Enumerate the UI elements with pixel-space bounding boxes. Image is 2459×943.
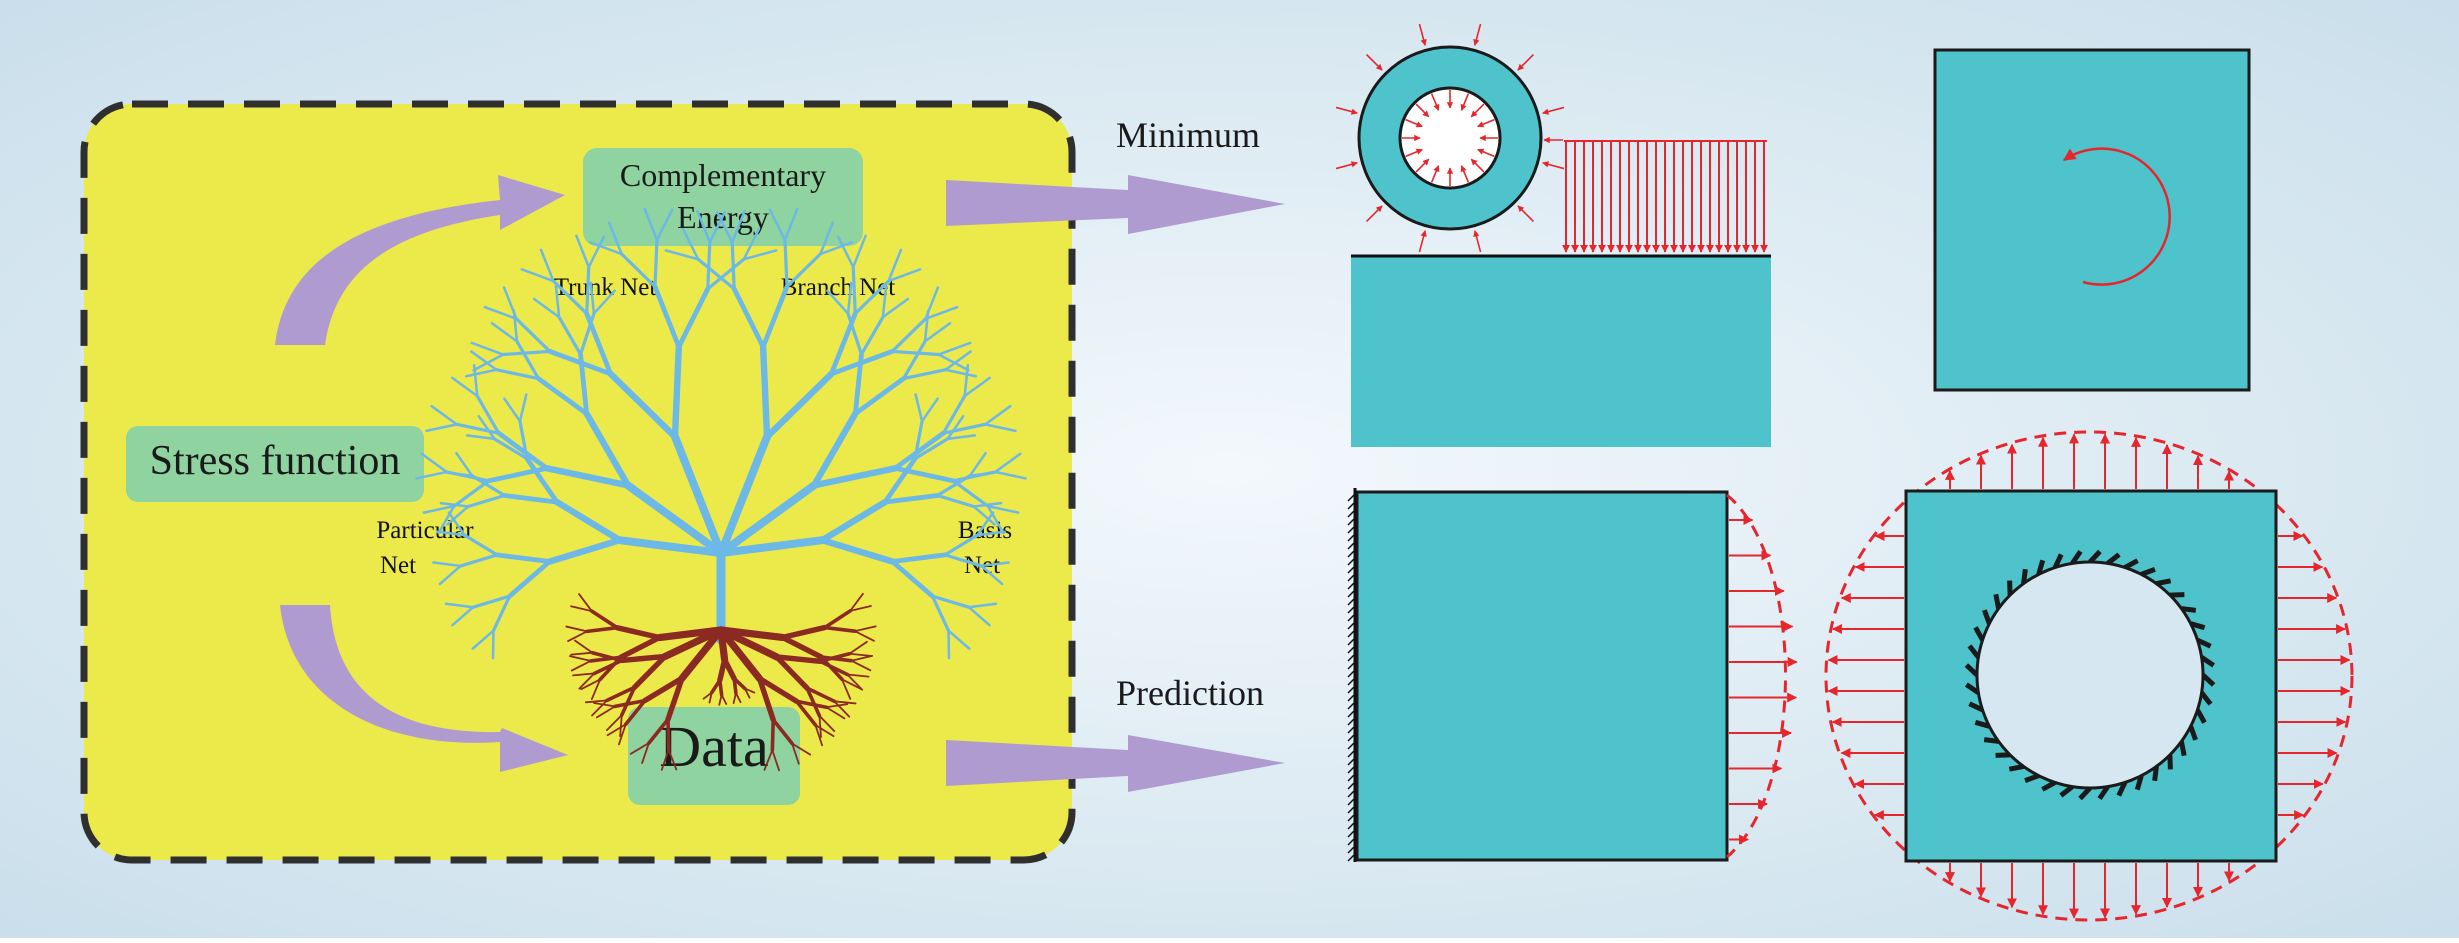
particular-net-label-line1: Particular: [376, 517, 474, 544]
complementary-energy-line1: Complementary: [620, 157, 826, 193]
cantilever-square: [1357, 492, 1727, 860]
tree-branch: [732, 242, 734, 289]
tree-root: [668, 719, 669, 749]
hole-hatch-line: [2156, 581, 2170, 584]
tree-branch: [675, 347, 679, 437]
plate-hole: [1977, 562, 2203, 788]
prediction-label: Prediction: [1116, 673, 1264, 713]
particular-net-label-line2: Net: [380, 552, 416, 579]
hole-hatch-line: [1996, 594, 1999, 608]
basis-net-label-line1: Basis: [958, 517, 1012, 544]
tree-branch: [853, 267, 855, 314]
hole-hatch-line: [2181, 741, 2184, 755]
minimum-label: Minimum: [1116, 115, 1260, 155]
tree-branch: [655, 240, 657, 287]
tree-root: [772, 720, 773, 750]
tree-root: [720, 680, 722, 695]
stress-function-box: Stress function: [126, 426, 424, 502]
plate-with-hole-example: [1826, 432, 2352, 920]
halfspace-block: [1351, 255, 1771, 447]
tree-branch: [587, 267, 589, 314]
tree-branch: [785, 240, 787, 287]
stress-function-label: Stress function: [150, 438, 401, 484]
tree-branch: [763, 347, 767, 437]
torque-square-example: [1935, 50, 2249, 390]
torque-square: [1935, 50, 2249, 390]
hole-hatch-line: [2009, 766, 2023, 769]
complementary-energy-box: Complementary Energy: [583, 148, 863, 246]
